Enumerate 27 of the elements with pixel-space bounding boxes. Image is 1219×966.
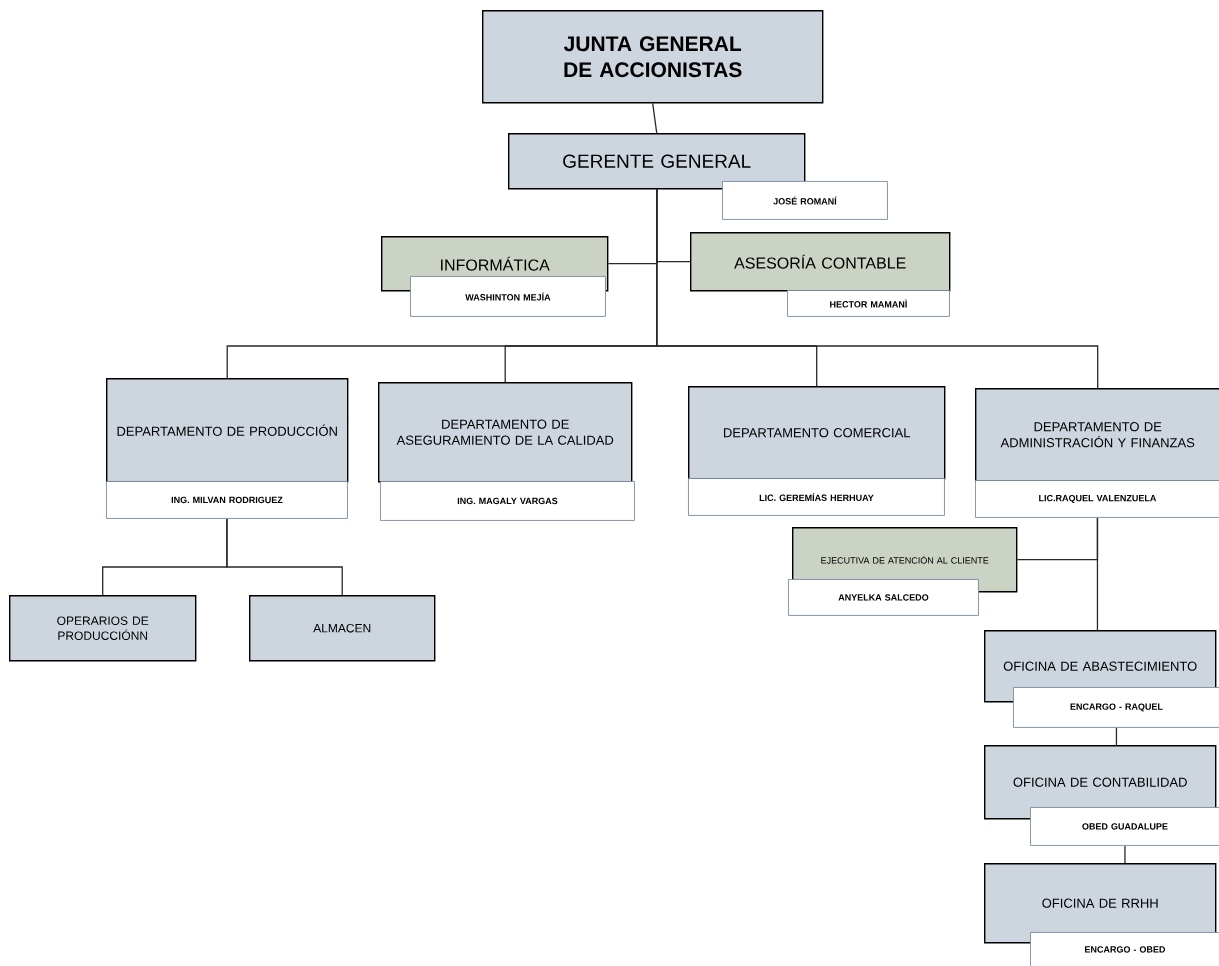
- name-box: HECTOR MAMANÌ: [787, 290, 950, 317]
- org-box: ALMACEN: [249, 595, 436, 662]
- org-box: JUNTA GENERAL DE ACCIONISTAS: [482, 10, 824, 104]
- name-box: ING. MAGALY VARGAS: [380, 481, 635, 521]
- name-box: ENCARGO - OBED: [1030, 932, 1219, 966]
- name-box: WASHINTON MEJÍA: [410, 276, 606, 317]
- org-box: OPERARIOS DE PRODUCCIÓNN: [9, 595, 197, 662]
- name-box: ING. MILVAN RODRIGUEZ: [106, 481, 348, 519]
- connector-line: [656, 188, 1099, 389]
- connector-line: [652, 102, 658, 134]
- connector-line: [1096, 517, 1099, 631]
- connector-line: [1124, 845, 1126, 864]
- name-box: OBED GUADALUPE: [1030, 807, 1219, 846]
- connector-line: [226, 518, 343, 596]
- org-box: DEPARTAMENTO DE ASEGURAMIENTO DE LA CALIDAD: [378, 382, 633, 483]
- name-box: LIC. GEREMÍAS HERHUAY: [688, 478, 945, 516]
- org-box: DEPARTAMENTO COMERCIAL: [688, 386, 946, 480]
- org-box: DEPARTAMENTO DE ADMINISTRACIÓN Y FINANZAS: [975, 388, 1219, 482]
- name-box: ANYELKA SALCEDO: [788, 579, 979, 616]
- org-box: OFICINA DE RRHH: [984, 863, 1217, 944]
- name-box: ENCARGO - RAQUEL: [1013, 687, 1219, 728]
- name-box: JOSÉ ROMANÍ: [722, 181, 888, 220]
- org-box: GERENTE GENERAL: [508, 133, 806, 190]
- org-box: ASESORÍA CONTABLE: [690, 232, 951, 292]
- org-box: DEPARTAMENTO DE PRODUCCIÓN: [106, 378, 349, 483]
- name-box: LIC.RAQUEL VALENZUELA: [975, 480, 1219, 518]
- connector-line: [1115, 727, 1118, 746]
